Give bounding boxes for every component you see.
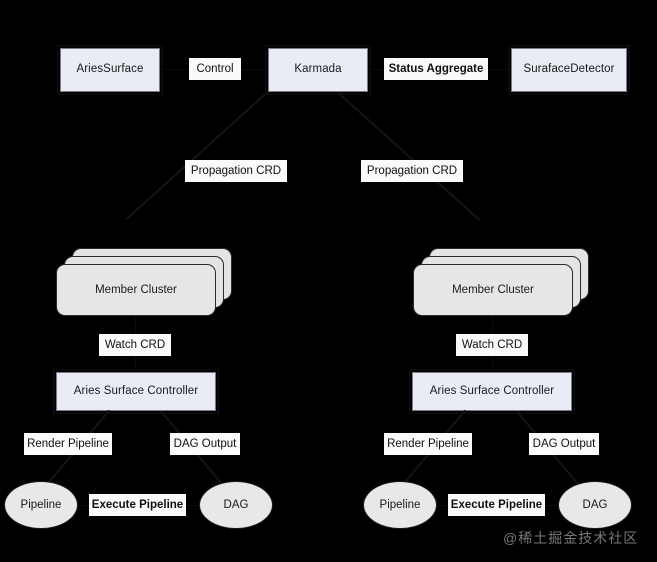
node-dag-left[interactable]: DAG: [199, 481, 273, 529]
watermark: @稀土掘金技术社区: [503, 530, 639, 546]
edge-label-watch-crd-right: Watch CRD: [456, 334, 528, 356]
edge-label-control: Control: [189, 58, 241, 80]
edge-label-dag-output-left: DAG Output: [170, 433, 240, 455]
edge-label-execute-pipeline-right: Execute Pipeline: [448, 494, 545, 516]
edge-label-dag-output-right: DAG Output: [529, 433, 599, 455]
edge-propagation-left-line: [125, 91, 268, 221]
node-pipeline-left[interactable]: Pipeline: [4, 481, 78, 529]
node-aries-surface[interactable]: AriesSurface: [60, 48, 160, 92]
node-dag-right[interactable]: DAG: [558, 481, 632, 529]
node-suraface-detector[interactable]: SurafaceDetector: [511, 48, 627, 92]
edge-label-propagation-crd-left: Propagation CRD: [185, 160, 287, 182]
edge-label-render-pipeline-right: Render Pipeline: [384, 433, 472, 455]
node-pipeline-right[interactable]: Pipeline: [363, 481, 437, 529]
node-member-cluster-left[interactable]: Member Cluster: [56, 264, 216, 316]
edge-label-propagation-crd-right: Propagation CRD: [361, 160, 463, 182]
edge-label-execute-pipeline-left: Execute Pipeline: [89, 494, 186, 516]
node-aries-surface-controller-right[interactable]: Aries Surface Controller: [412, 372, 572, 411]
node-aries-surface-controller-left[interactable]: Aries Surface Controller: [56, 372, 216, 411]
node-karmada[interactable]: Karmada: [268, 48, 368, 92]
edge-label-watch-crd-left: Watch CRD: [99, 334, 171, 356]
node-member-cluster-right[interactable]: Member Cluster: [413, 264, 573, 316]
edge-label-render-pipeline-left: Render Pipeline: [24, 433, 112, 455]
edge-label-status-aggregate: Status Aggregate: [384, 58, 488, 80]
edge-propagation-right-line: [338, 93, 482, 222]
